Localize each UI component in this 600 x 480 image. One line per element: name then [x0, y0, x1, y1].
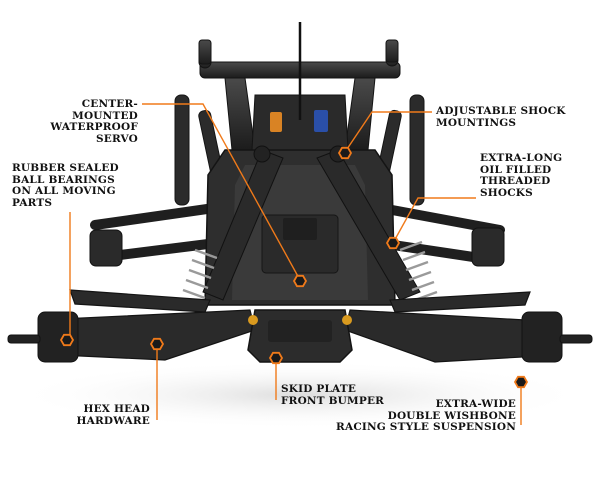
callout-rubber-sealed-bearings: RUBBER SEALED BALL BEARINGS ON ALL MOVIN…	[12, 162, 119, 209]
leader-shocks	[392, 197, 476, 244]
front-shock-left	[179, 145, 284, 310]
leader-servo	[142, 103, 301, 281]
callout-center-mounted-servo: CENTER-MOUNTED WATERPROOF SERVO	[50, 98, 138, 145]
rear-shocks	[174, 94, 425, 206]
front-wishbones	[38, 289, 562, 363]
hex-marker-skid	[269, 351, 283, 365]
servo-housing	[270, 112, 282, 132]
callout-adjustable-shock-mountings: ADJUSTABLE SHOCK MOUNTINGS	[436, 105, 566, 129]
ground-shadow	[10, 361, 590, 429]
hex-marker-shocks	[386, 236, 400, 250]
leader-shock-mount	[344, 111, 432, 153]
callout-hex-head-hardware: HEX HEAD HARDWARE	[76, 403, 150, 427]
servo-housing-blue	[314, 110, 328, 132]
callout-skid-plate: SKID PLATE FRONT BUMPER	[281, 383, 385, 407]
hex-marker-servo	[293, 274, 307, 288]
callout-oil-filled-shocks: EXTRA-LONG OIL FILLED THREADED SHOCKS	[480, 152, 563, 199]
hex-marker-suspension	[514, 375, 528, 389]
hex-marker-shock-mount	[338, 146, 352, 160]
front-hubs	[7, 311, 593, 363]
rear-hubs	[89, 227, 505, 267]
rear-frame	[198, 39, 401, 151]
leader-lines	[69, 103, 522, 425]
front-bumper	[247, 309, 353, 363]
hex-marker-bearings	[60, 333, 74, 347]
callout-double-wishbone-suspension: EXTRA-WIDE DOUBLE WISHBONE RACING STYLE …	[336, 398, 516, 433]
hex-marker-hex	[150, 337, 164, 351]
